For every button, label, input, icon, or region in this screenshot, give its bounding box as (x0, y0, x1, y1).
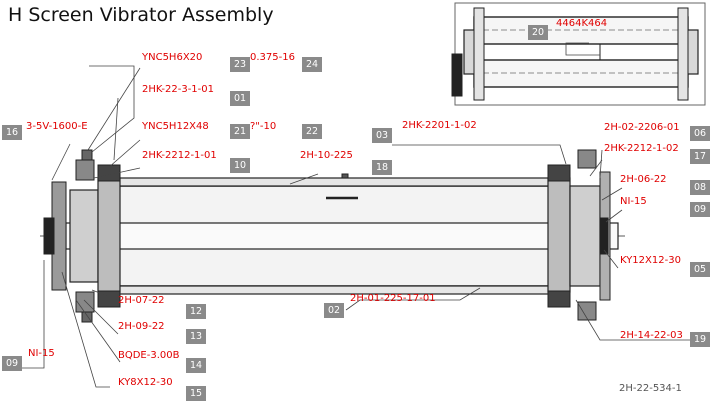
callout-number-box[interactable]: 05 (690, 262, 710, 277)
callout-label[interactable]: 2H-09-22 (118, 321, 165, 332)
callout-label[interactable]: 2H-06-22 (620, 174, 667, 185)
callout-number-box[interactable]: 23 (230, 57, 250, 72)
callout-label[interactable]: KY8X12-30 (118, 377, 173, 388)
callout-number-box[interactable]: 02 (324, 303, 344, 318)
callout-label[interactable]: YNC5H6X20 (142, 52, 203, 63)
callout-label[interactable]: 2HK-2212-1-01 (142, 150, 217, 161)
callout-label[interactable]: 2H-01-225-17-01 (350, 293, 436, 304)
callout-number-box[interactable]: 19 (690, 332, 710, 347)
callout-number-box[interactable]: 10 (230, 158, 250, 173)
callout-number-box[interactable]: 16 (2, 125, 22, 140)
leader-lines (12, 42, 690, 388)
callout-label[interactable]: 2H-14-22-03 (620, 330, 683, 341)
callout-number-box[interactable]: 09 (690, 202, 710, 217)
callout-number-box[interactable]: 18 (372, 160, 392, 175)
callout-label[interactable]: 2HK-22-3-1-01 (142, 84, 214, 95)
callout-label[interactable]: 2H-02-2206-01 (604, 122, 680, 133)
callout-label[interactable]: 2HK-2201-1-02 (402, 120, 477, 131)
callout-label[interactable]: 2HK-2212-1-02 (604, 143, 679, 154)
callout-number-box[interactable]: 24 (302, 57, 322, 72)
callout-number-box[interactable]: 06 (690, 126, 710, 141)
callout-number-box[interactable]: 17 (690, 149, 710, 164)
callout-label[interactable]: BQDE-3.00B (118, 350, 180, 361)
callout-label[interactable]: NI-15 (28, 348, 55, 359)
callout-number-box[interactable]: 01 (230, 91, 250, 106)
inset-top-view (451, 2, 706, 106)
callout-label[interactable]: ?"-10 (250, 121, 277, 132)
callout-label[interactable]: NI-15 (620, 196, 647, 207)
callout-number-box[interactable]: 03 (372, 128, 392, 143)
callout-number-box[interactable]: 14 (186, 358, 206, 373)
diagram-title: H Screen Vibrator Assembly (8, 4, 274, 26)
callout-label[interactable]: 3-5V-1600-E (26, 121, 88, 132)
callout-label[interactable]: 0.375-16 (250, 52, 295, 63)
callout-number-box[interactable]: 13 (186, 329, 206, 344)
callout-number-box[interactable]: 21 (230, 124, 250, 139)
callout-number-box[interactable]: 12 (186, 304, 206, 319)
callout-label[interactable]: 2H-07-22 (118, 295, 165, 306)
callout-number-box[interactable]: 20 (528, 25, 548, 40)
callout-number-box[interactable]: 09 (2, 356, 22, 371)
callout-label[interactable]: 2H-10-225 (300, 150, 353, 161)
callout-number-box[interactable]: 08 (690, 180, 710, 195)
callout-number-box[interactable]: 15 (186, 386, 206, 401)
callout-label[interactable]: KY12X12-30 (620, 255, 681, 266)
main-section-view (40, 149, 625, 323)
callout-label[interactable]: 4464K464 (556, 18, 608, 29)
callout-label[interactable]: YNC5H12X48 (142, 121, 209, 132)
drawing-number: 2H-22-534-1 (619, 383, 682, 394)
callout-number-box[interactable]: 22 (302, 124, 322, 139)
